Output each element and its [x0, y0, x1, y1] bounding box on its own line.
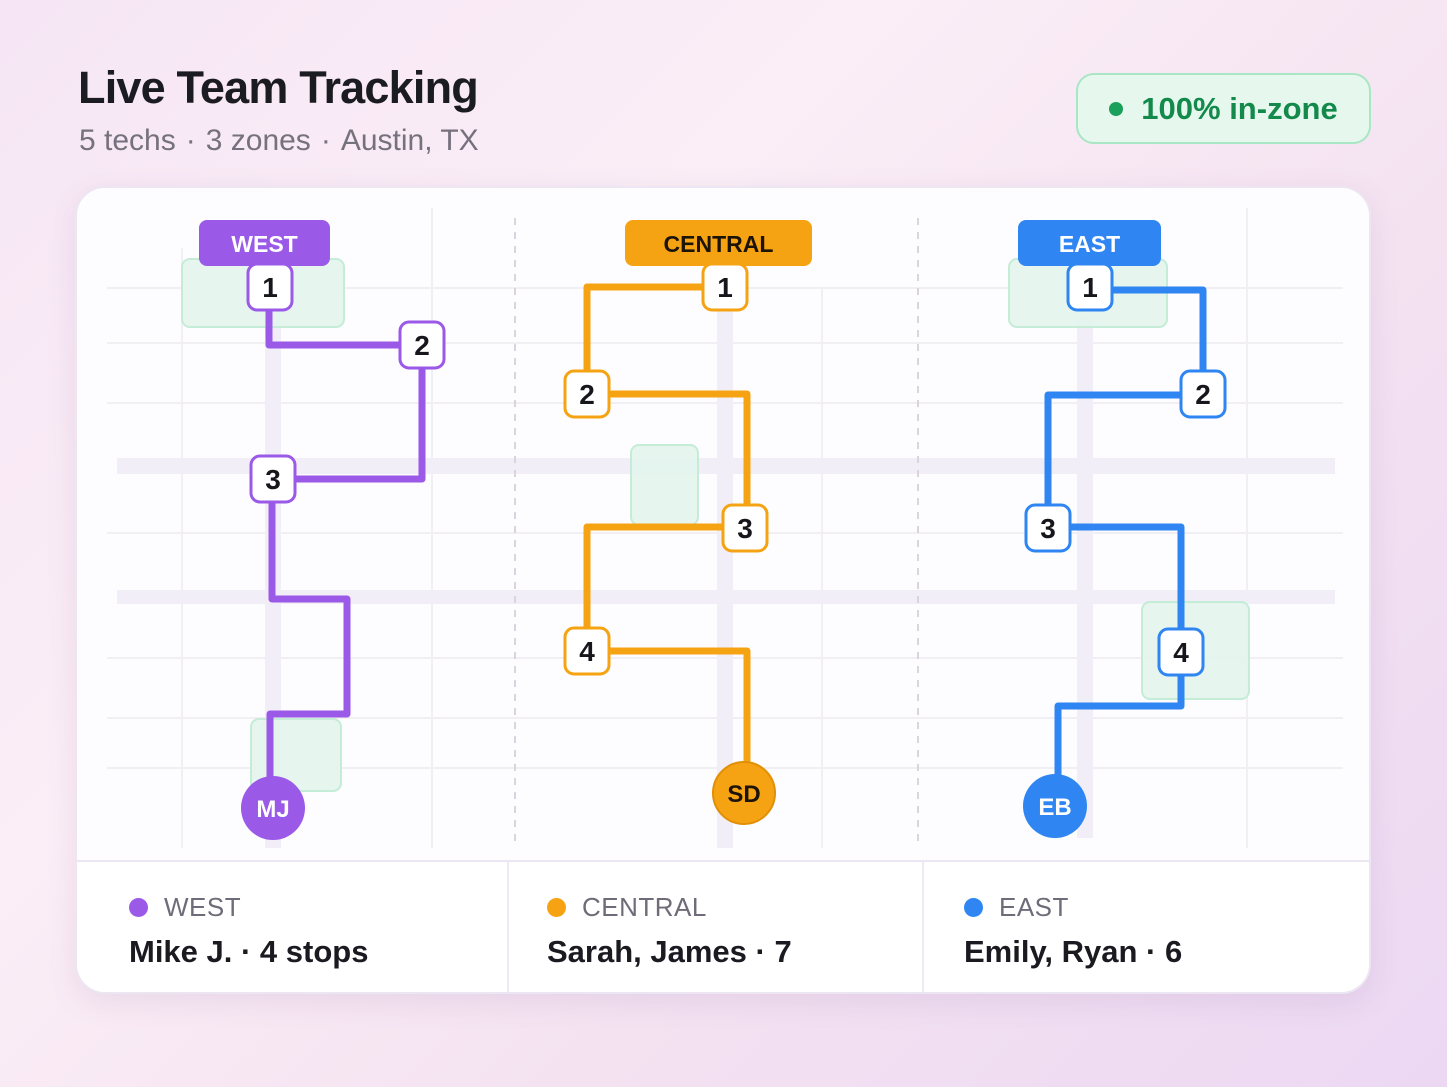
stop-number: 3 [1040, 513, 1056, 544]
stop-number: 2 [1195, 379, 1211, 410]
route-central: CENTRAL 1 2 3 4 [563, 220, 812, 825]
stop-number: 1 [1082, 272, 1098, 303]
tech-avatar-west[interactable]: MJ [241, 776, 305, 840]
stop-marker[interactable]: 2 [398, 320, 446, 370]
zone-summary-west[interactable]: WEST Mike J. · 4 stops [77, 862, 507, 992]
status-dot-icon [1109, 101, 1124, 116]
page-title: Live Team Tracking [78, 62, 479, 113]
status-badge-label: 100% in-zone [1141, 90, 1338, 126]
stop-number: 2 [414, 330, 430, 361]
stop-marker[interactable]: 1 [1066, 262, 1114, 312]
zone-summary-value: Sarah, James · 7 [547, 934, 792, 969]
stop-number: 2 [579, 379, 595, 410]
zone-tag-east [1018, 220, 1161, 266]
map-canvas: WEST 1 2 3 MJ [107, 208, 1343, 848]
stop-number: 3 [737, 513, 753, 544]
zone-tag-central-label: CENTRAL [664, 231, 774, 257]
stop-marker[interactable]: 4 [563, 626, 611, 676]
stop-number: 3 [265, 464, 281, 495]
stop-marker[interactable]: 4 [1157, 627, 1205, 677]
tech-avatar-east[interactable]: EB [1023, 774, 1087, 838]
zone-tag-west-label: WEST [231, 231, 297, 257]
zone-summary-value: Emily, Ryan · 6 [964, 934, 1183, 969]
tracking-map[interactable]: WEST 1 2 3 MJ [77, 188, 1369, 860]
zone-summary-label: CENTRAL [582, 892, 707, 922]
stop-marker[interactable]: 3 [249, 454, 297, 504]
zone-summary-header: CENTRAL [547, 892, 707, 923]
zone-summary-label: EAST [999, 892, 1069, 922]
stop-marker[interactable]: 3 [1024, 503, 1072, 553]
tracking-card: WEST 1 2 3 MJ [75, 186, 1371, 994]
subtitle-separator: · [320, 124, 331, 157]
subtitle-separator: · [185, 124, 196, 157]
status-badge: 100% in-zone [1076, 73, 1371, 144]
stop-number: 1 [717, 272, 733, 303]
zone-summary-central[interactable]: CENTRAL Sarah, James · 7 [507, 862, 922, 992]
zone-tag-east-label: EAST [1059, 231, 1120, 257]
location: Austin, TX [340, 124, 479, 157]
tech-initials: SD [727, 781, 760, 808]
stop-marker[interactable]: 2 [1179, 369, 1227, 419]
zone-summary: WEST Mike J. · 4 stops CENTRAL Sarah, Ja… [77, 860, 1369, 992]
zone-dividers [514, 218, 919, 848]
stop-marker[interactable]: 2 [563, 369, 611, 419]
zone-tag-central [625, 220, 812, 266]
geofence-area [630, 444, 699, 526]
zone-tag-west [199, 220, 330, 266]
tech-initials: EB [1038, 794, 1071, 821]
route-west: WEST 1 2 3 MJ [199, 220, 446, 840]
zone-summary-header: EAST [964, 892, 1069, 923]
stop-number: 4 [1173, 637, 1189, 668]
tech-initials: MJ [256, 796, 289, 823]
stop-marker[interactable]: 1 [701, 262, 749, 312]
zone-color-dot-icon [129, 898, 148, 917]
zone-summary-east[interactable]: EAST Emily, Ryan · 6 [922, 862, 1369, 992]
route-line-west [265, 283, 426, 792]
tech-avatar-central[interactable]: SD [712, 761, 776, 825]
zone-summary-value: Mike J. · 4 stops [129, 934, 369, 969]
page-subtitle: 5 techs · 3 zones · Austin, TX [79, 124, 479, 158]
zone-color-dot-icon [964, 898, 983, 917]
zone-summary-header: WEST [129, 892, 241, 923]
tech-count: 5 techs [79, 124, 176, 157]
map-roads [117, 288, 1335, 848]
stop-marker[interactable]: 3 [721, 503, 769, 553]
stop-marker[interactable]: 1 [246, 262, 294, 312]
zone-color-dot-icon [547, 898, 566, 917]
zone-summary-label: WEST [164, 892, 242, 922]
zone-count: 3 zones [205, 124, 311, 157]
stop-number: 4 [579, 636, 595, 667]
route-east: EAST 1 2 3 4 E [1018, 220, 1227, 838]
stop-number: 1 [262, 272, 278, 303]
